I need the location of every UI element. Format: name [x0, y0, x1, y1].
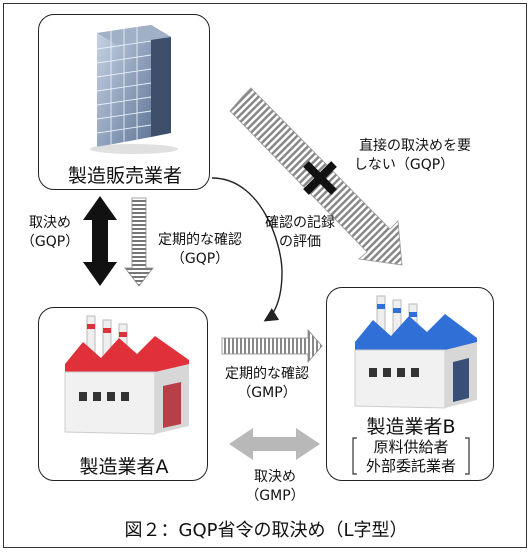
factory-b-icon	[354, 295, 477, 409]
agreement-gmp-arrow	[229, 428, 320, 460]
maker-b-sub-line2: 外部委託業者	[365, 457, 456, 475]
agreement-gqp-line1: 取決め	[29, 215, 71, 231]
record-eval-line1: 確認の記録	[265, 215, 335, 231]
seller-box: 製造販売業者	[38, 14, 210, 190]
bracket-icon	[352, 437, 470, 475]
record-eval-line2: の評価	[279, 234, 321, 250]
agreement-gqp-line2: （GQP）	[20, 234, 80, 250]
maker-a-box: 製造業者A	[38, 307, 208, 481]
periodic-gqp-line1: 定期的な確認	[158, 232, 242, 248]
agreement-gmp-line1: 取決め	[254, 469, 296, 485]
cross-icon	[303, 161, 337, 195]
seller-label: 製造販売業者	[67, 165, 182, 187]
maker-b-box: 製造業者B 原料供給者 外部委託業者	[326, 287, 494, 481]
no-direct-line2: しない（GQP）	[353, 157, 455, 173]
periodic-gqp-arrow	[124, 197, 154, 287]
periodic-gqp-line2: （GQP）	[170, 251, 230, 267]
office-building-icon	[90, 25, 178, 154]
figure-caption: 図２：GQP省令の取決め（L字型）	[124, 520, 408, 541]
no-direct-line1: 直接の取決めを要	[359, 138, 471, 154]
agreement-gqp-arrow	[83, 196, 117, 286]
periodic-gmp-line1: 定期的な確認	[225, 366, 309, 382]
periodic-gmp-line2: （GMP）	[237, 385, 297, 401]
maker-a-label: 製造業者A	[79, 456, 169, 478]
maker-b-label: 製造業者B	[366, 416, 456, 438]
record-eval-arrow	[211, 177, 283, 322]
agreement-gmp-line2: （GMP）	[245, 488, 305, 504]
factory-a-icon	[64, 315, 189, 435]
periodic-gmp-arrow	[221, 328, 323, 364]
figure-frame	[3, 3, 527, 548]
maker-b-sub-line1: 原料供給者	[373, 438, 449, 456]
